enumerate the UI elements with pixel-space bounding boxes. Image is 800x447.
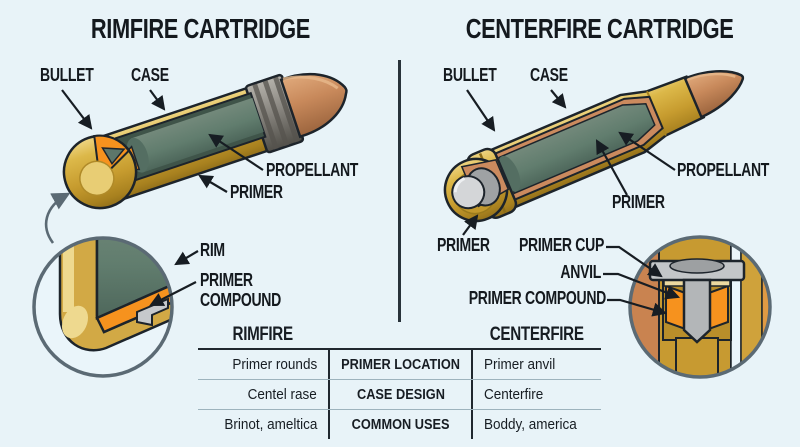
rimfire-cell: Centel rase [247, 386, 317, 403]
rimfire-primer-compound-label: PRIMER COMPOUND [200, 270, 281, 310]
centerfire-cell: Boddy, america [484, 416, 577, 433]
centerfire-title: CENTERFIRE CARTRIDGE [466, 13, 734, 44]
rimfire-rim-inset [32, 236, 174, 378]
attribute-column-header [328, 324, 473, 346]
rimfire-cell: Brinot, ameltica [223, 416, 317, 433]
centerfire-propellant-label: PROPELLANT [677, 160, 770, 180]
centerfire-case-label: CASE [530, 65, 568, 85]
centerfire-bullet-label: BULLET [443, 65, 497, 85]
rim-label: RIM [200, 240, 225, 260]
callout-arrows [61, 89, 681, 317]
rimfire-bullet-label: BULLET [40, 65, 94, 85]
rimfire-column-header: RIMFIRE [232, 324, 294, 345]
rimfire-cartridge-illustration [62, 72, 348, 210]
inset-connector-arrow [44, 192, 71, 244]
primer-cup-label: PRIMER CUP [518, 235, 604, 255]
panel-divider [398, 60, 401, 322]
attribute-cell: COMMON USES [328, 410, 473, 439]
centerfire-primer-label: PRIMER [612, 192, 665, 212]
rimfire-cell: Primer rounds [232, 356, 317, 373]
rimfire-primer-label: PRIMER [230, 182, 283, 202]
centerfire-primer-compound-label: PRIMER COMPOUND [468, 288, 607, 308]
centerfire-cell: Centerfire [484, 386, 544, 403]
rimfire-case-label: CASE [131, 65, 169, 85]
comparison-table: RIMFIRE CENTERFIRE Primer rounds PRIMER … [198, 322, 601, 439]
rimfire-propellant-label: PROPELLANT [266, 160, 359, 180]
anvil-label: ANVIL [560, 262, 601, 282]
table-row: Primer rounds PRIMER LOCATION Primer anv… [198, 350, 601, 379]
centerfire-cell: Primer anvil [484, 356, 556, 373]
attribute-cell: PRIMER LOCATION [328, 350, 473, 379]
comparison-table-header: RIMFIRE CENTERFIRE [198, 322, 601, 350]
centerfire-primer-base-label: PRIMER [437, 235, 490, 255]
rimfire-title: RIMFIRE CARTRIDGE [90, 13, 310, 44]
centerfire-cartridge-illustration [443, 70, 745, 223]
table-row: Brinot, ameltica COMMON USES Boddy, amer… [198, 409, 601, 439]
table-row: Centel rase CASE DESIGN Centerfire [198, 379, 601, 409]
attribute-cell: CASE DESIGN [328, 380, 473, 409]
centerfire-column-header: CENTERFIRE [490, 324, 584, 345]
